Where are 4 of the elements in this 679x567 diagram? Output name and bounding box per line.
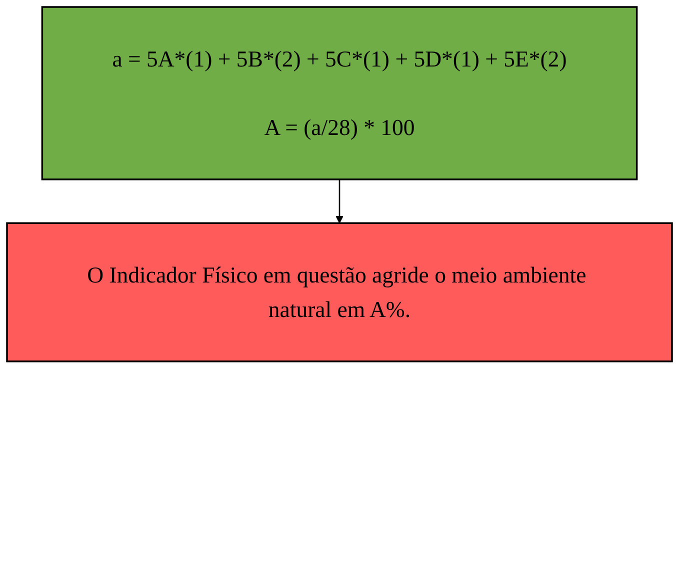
node-box — [41, 6, 638, 180]
node-box — [6, 222, 673, 362]
arrow — [336, 179, 344, 224]
flowchart: a = 5A*(1) + 5B*(2) + 5C*(1) + 5D*(1) + 5E*(2) A = (a/28) * 100 O Indicador Físico em questão agride o meio ambiente natural em A%. — [0, 0, 679, 368]
